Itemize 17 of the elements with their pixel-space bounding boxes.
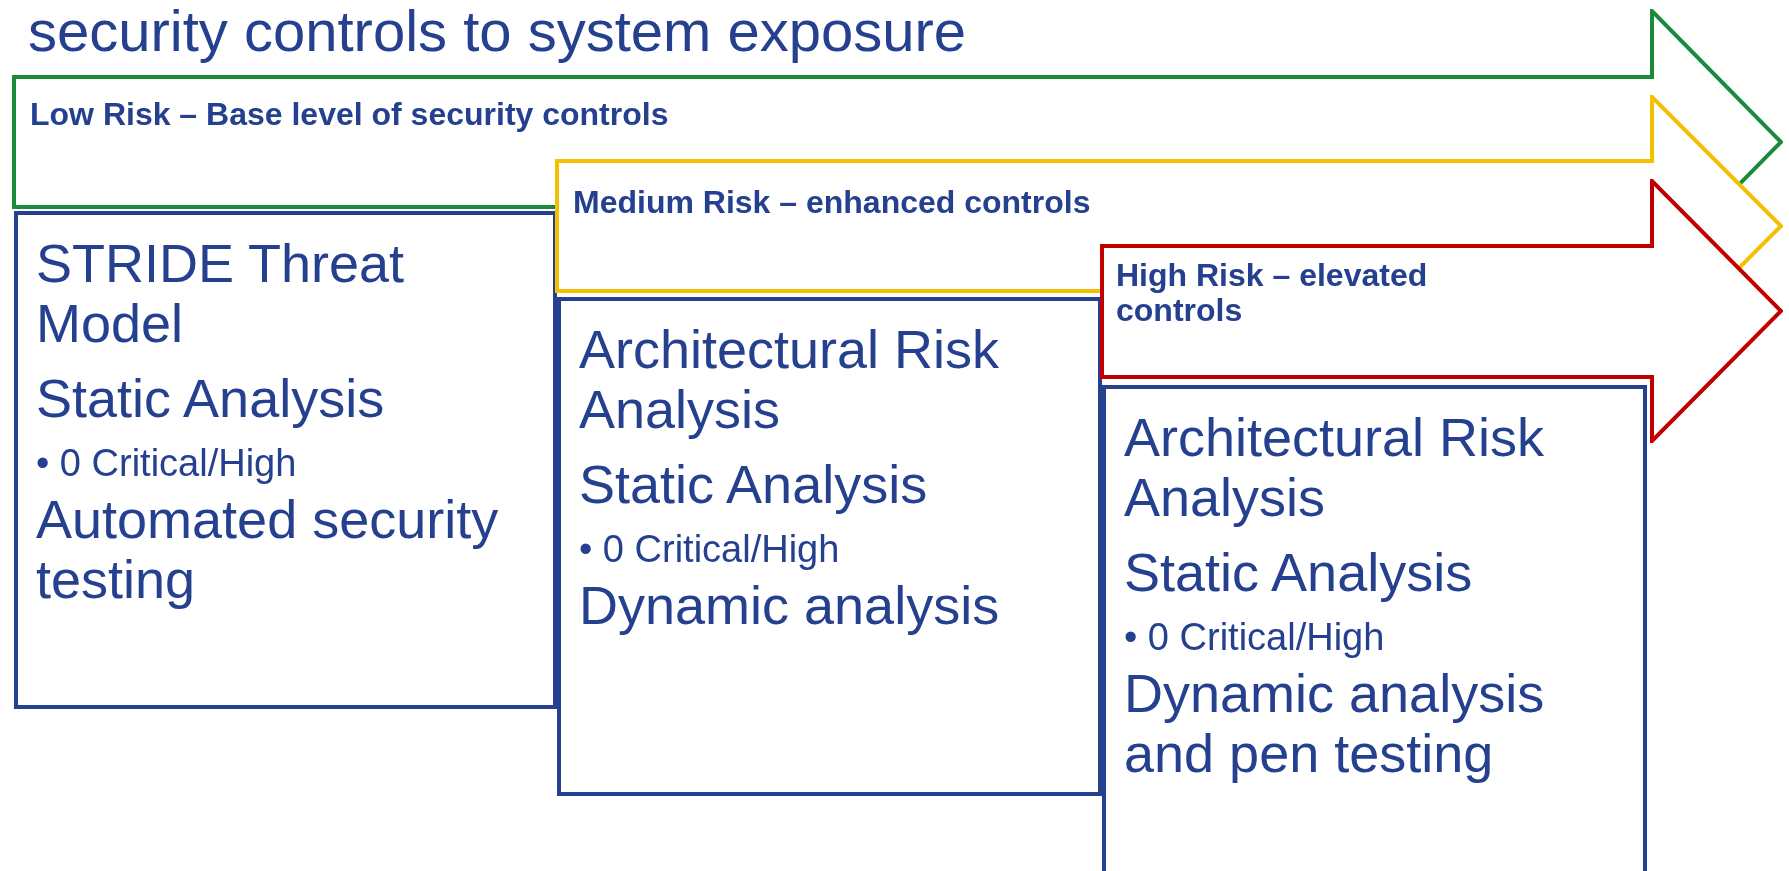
risk-level-heading: High Risk – elevated controls xyxy=(1116,258,1429,329)
controls-box xyxy=(1102,385,1647,871)
control-text: Automated security testing xyxy=(36,488,500,610)
bullet-item: • 0 Critical/High xyxy=(36,442,298,485)
control-text: Static Analysis xyxy=(579,453,929,515)
control-text: Static Analysis xyxy=(1124,541,1474,603)
control-text: Architectural Risk Analysis xyxy=(579,319,1001,440)
control-text: Dynamic analysis xyxy=(579,574,1001,636)
controls-box xyxy=(14,211,557,709)
risk-level-heading: Low Risk – Base level of security controls xyxy=(30,97,669,133)
control-text: STRIDE Threat Model xyxy=(36,233,406,354)
control-text: Static Analysis xyxy=(36,367,386,429)
risk-level-heading: Medium Risk – enhanced controls xyxy=(573,185,1091,221)
control-text: Dynamic analysis and pen testing xyxy=(1124,662,1546,784)
bullet-item: • 0 Critical/High xyxy=(579,528,841,571)
control-text: Architectural Risk Analysis xyxy=(1124,407,1546,528)
bullet-item: • 0 Critical/High xyxy=(1124,616,1386,659)
